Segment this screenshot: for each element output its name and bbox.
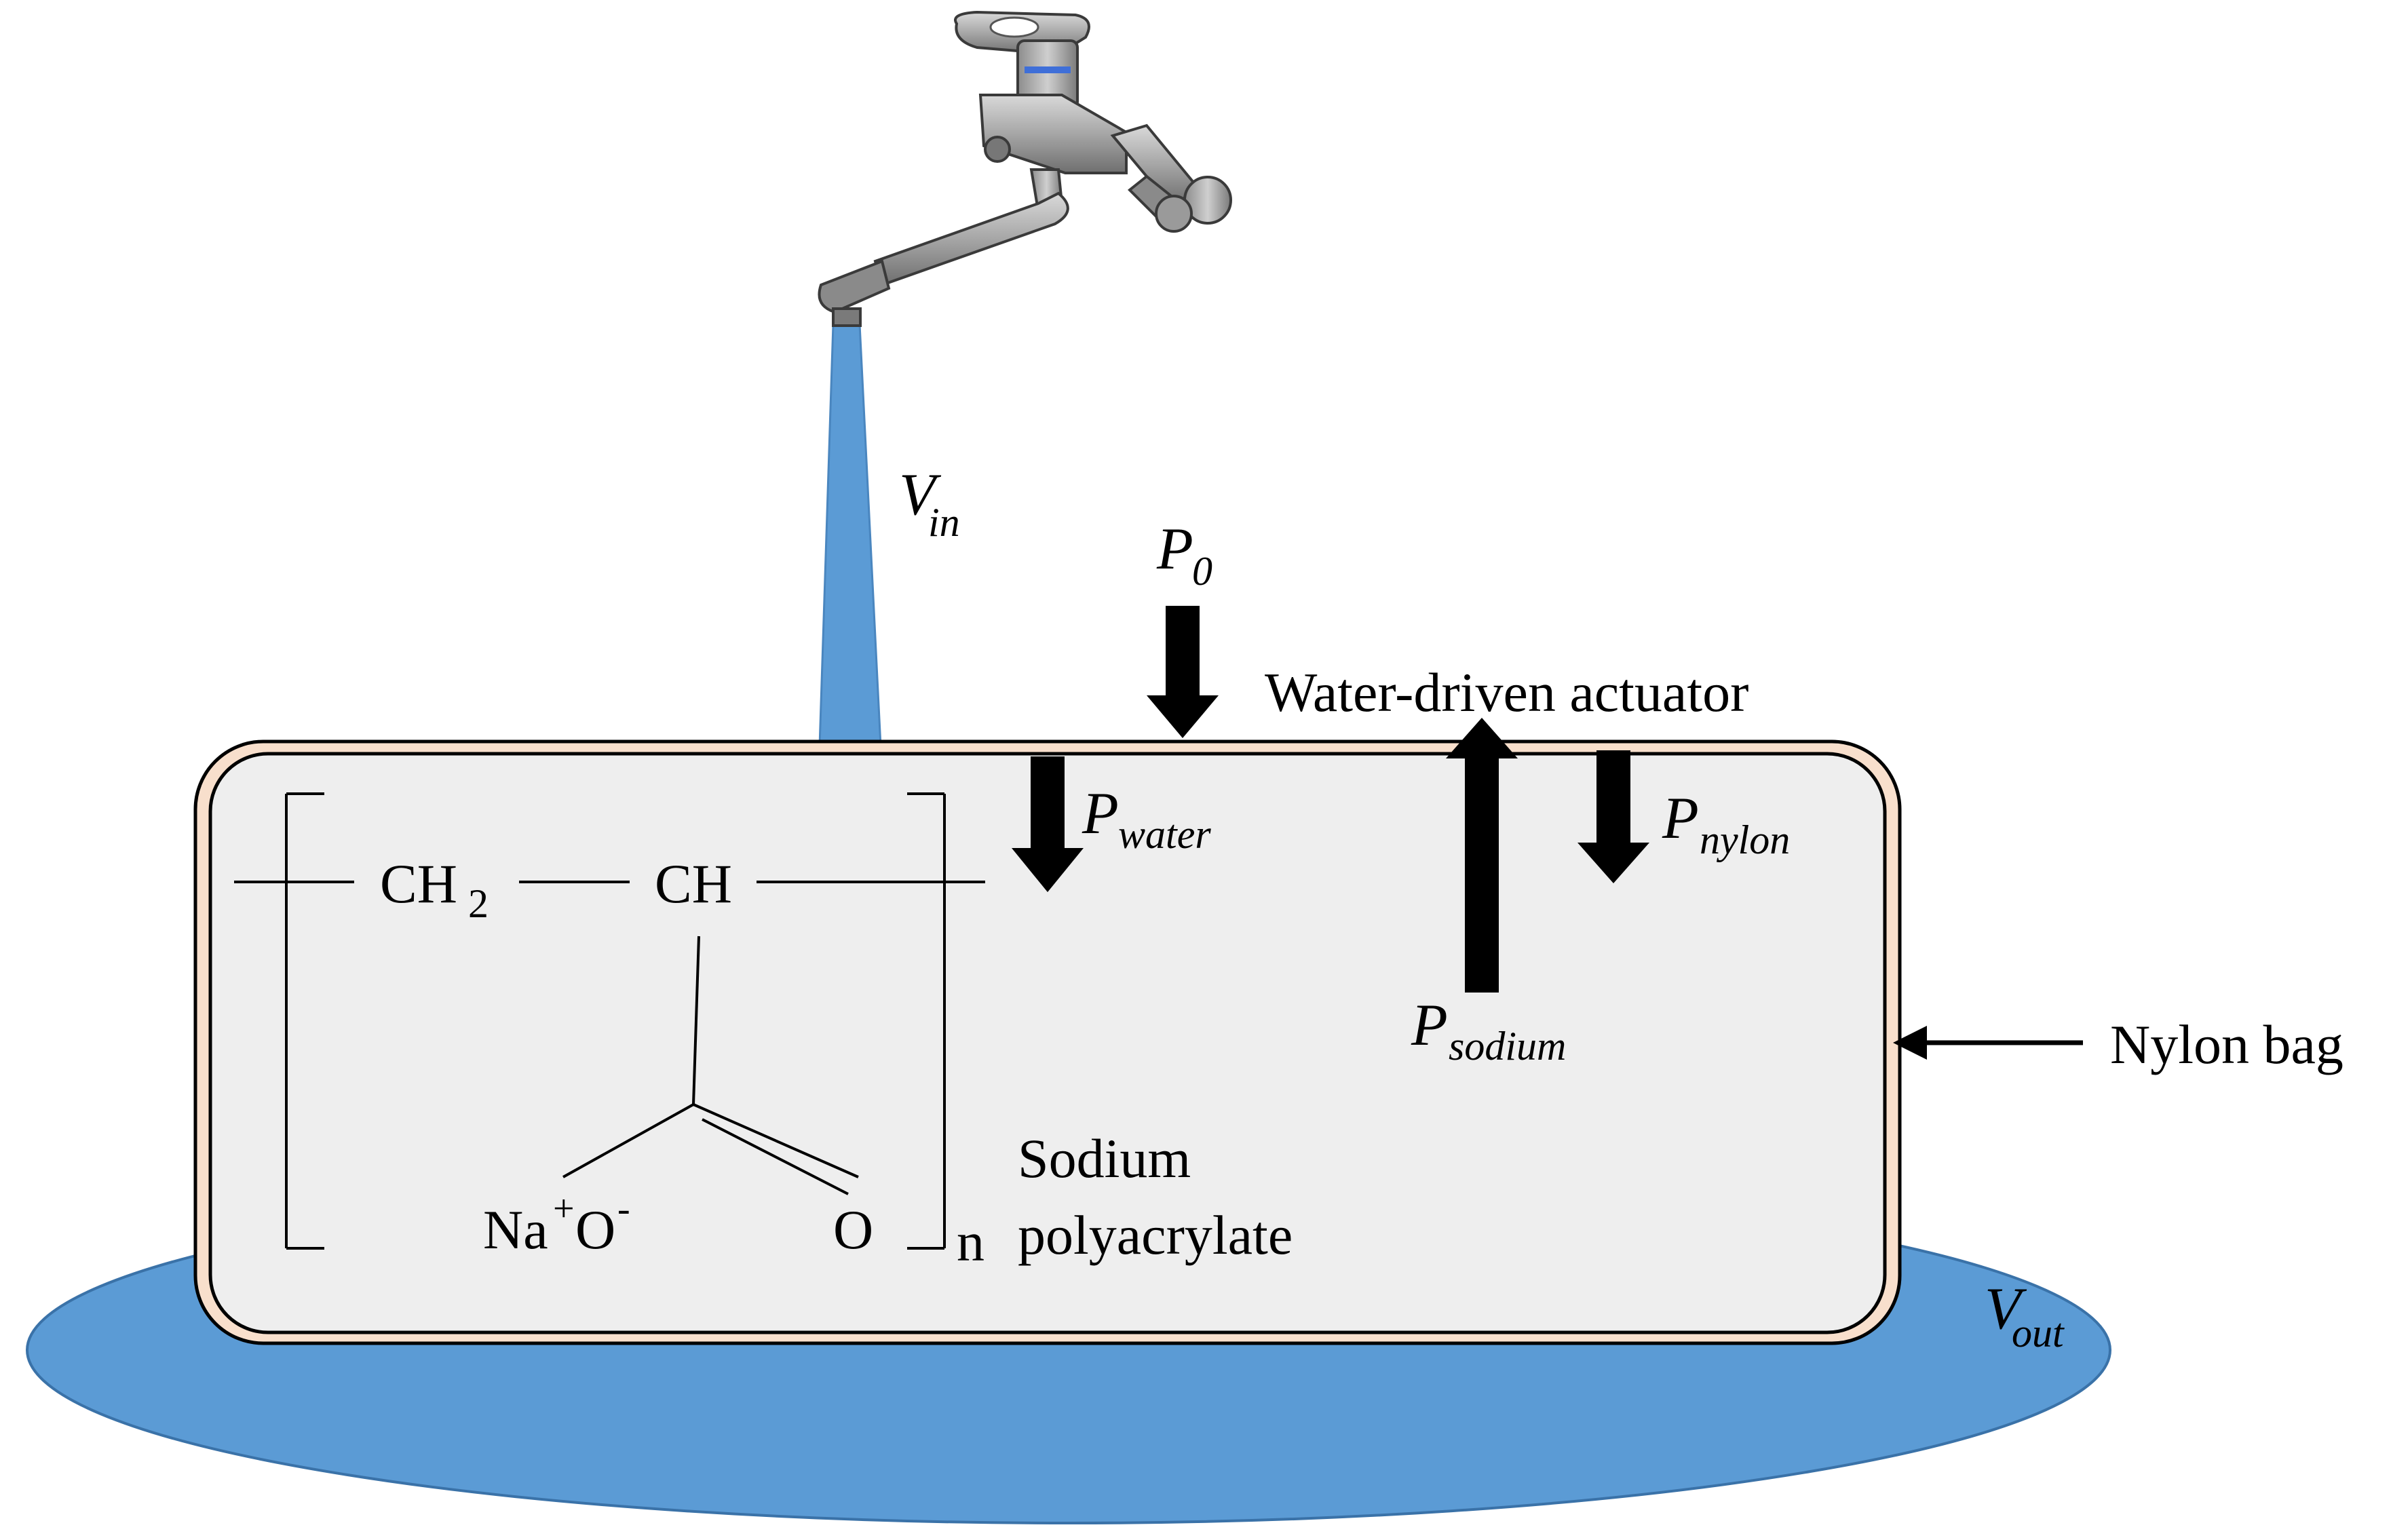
svg-text:P: P bbox=[1411, 993, 1448, 1058]
svg-text:nylon: nylon bbox=[1700, 817, 1790, 862]
svg-text:V: V bbox=[899, 462, 942, 528]
nylon-bag-label: Nylon bag bbox=[2110, 1014, 2344, 1075]
chem-ch2: CH 2 bbox=[380, 853, 489, 926]
chem-repeat-n: n bbox=[957, 1211, 984, 1273]
svg-text:P: P bbox=[1662, 786, 1699, 851]
svg-text:P: P bbox=[1082, 781, 1119, 847]
svg-text:-: - bbox=[617, 1188, 630, 1230]
arrow-p-water bbox=[1012, 756, 1084, 892]
svg-text:out: out bbox=[2012, 1311, 2065, 1355]
svg-text:P: P bbox=[1156, 516, 1193, 582]
symbol-v-out: V out bbox=[1985, 1276, 2065, 1355]
arrow-nylon-bag bbox=[1893, 1026, 2083, 1060]
symbol-v-in: V in bbox=[899, 462, 960, 545]
arrow-p-sodium bbox=[1446, 718, 1518, 993]
svg-text:V: V bbox=[1985, 1276, 2027, 1342]
arrow-p-nylon bbox=[1577, 750, 1649, 883]
chem-na-o: Na + O - bbox=[483, 1188, 630, 1260]
chem-ch: CH bbox=[655, 853, 732, 915]
arrow-p0 bbox=[1147, 606, 1219, 738]
symbol-p-water: P water bbox=[1082, 781, 1211, 857]
chem-o-double: O bbox=[833, 1199, 873, 1260]
polyacrylate-label: polyacrylate bbox=[1018, 1204, 1293, 1266]
water-stream bbox=[818, 323, 882, 748]
svg-text:Na: Na bbox=[483, 1199, 548, 1260]
faucet-icon bbox=[818, 10, 1232, 327]
polymer-structure bbox=[234, 792, 985, 1250]
symbol-p0: P 0 bbox=[1156, 516, 1212, 594]
svg-text:CH: CH bbox=[380, 853, 457, 915]
svg-text:0: 0 bbox=[1192, 549, 1212, 594]
svg-text:2: 2 bbox=[468, 881, 489, 926]
svg-text:in: in bbox=[928, 500, 960, 545]
symbol-p-sodium: P sodium bbox=[1411, 993, 1566, 1069]
sodium-label: Sodium bbox=[1018, 1128, 1191, 1189]
svg-text:+: + bbox=[553, 1188, 575, 1230]
svg-text:O: O bbox=[575, 1199, 615, 1260]
svg-text:water: water bbox=[1118, 812, 1211, 857]
svg-text:sodium: sodium bbox=[1449, 1024, 1566, 1069]
symbol-p-nylon: P nylon bbox=[1662, 786, 1790, 862]
actuator-title: Water-driven actuator bbox=[1265, 661, 1748, 723]
